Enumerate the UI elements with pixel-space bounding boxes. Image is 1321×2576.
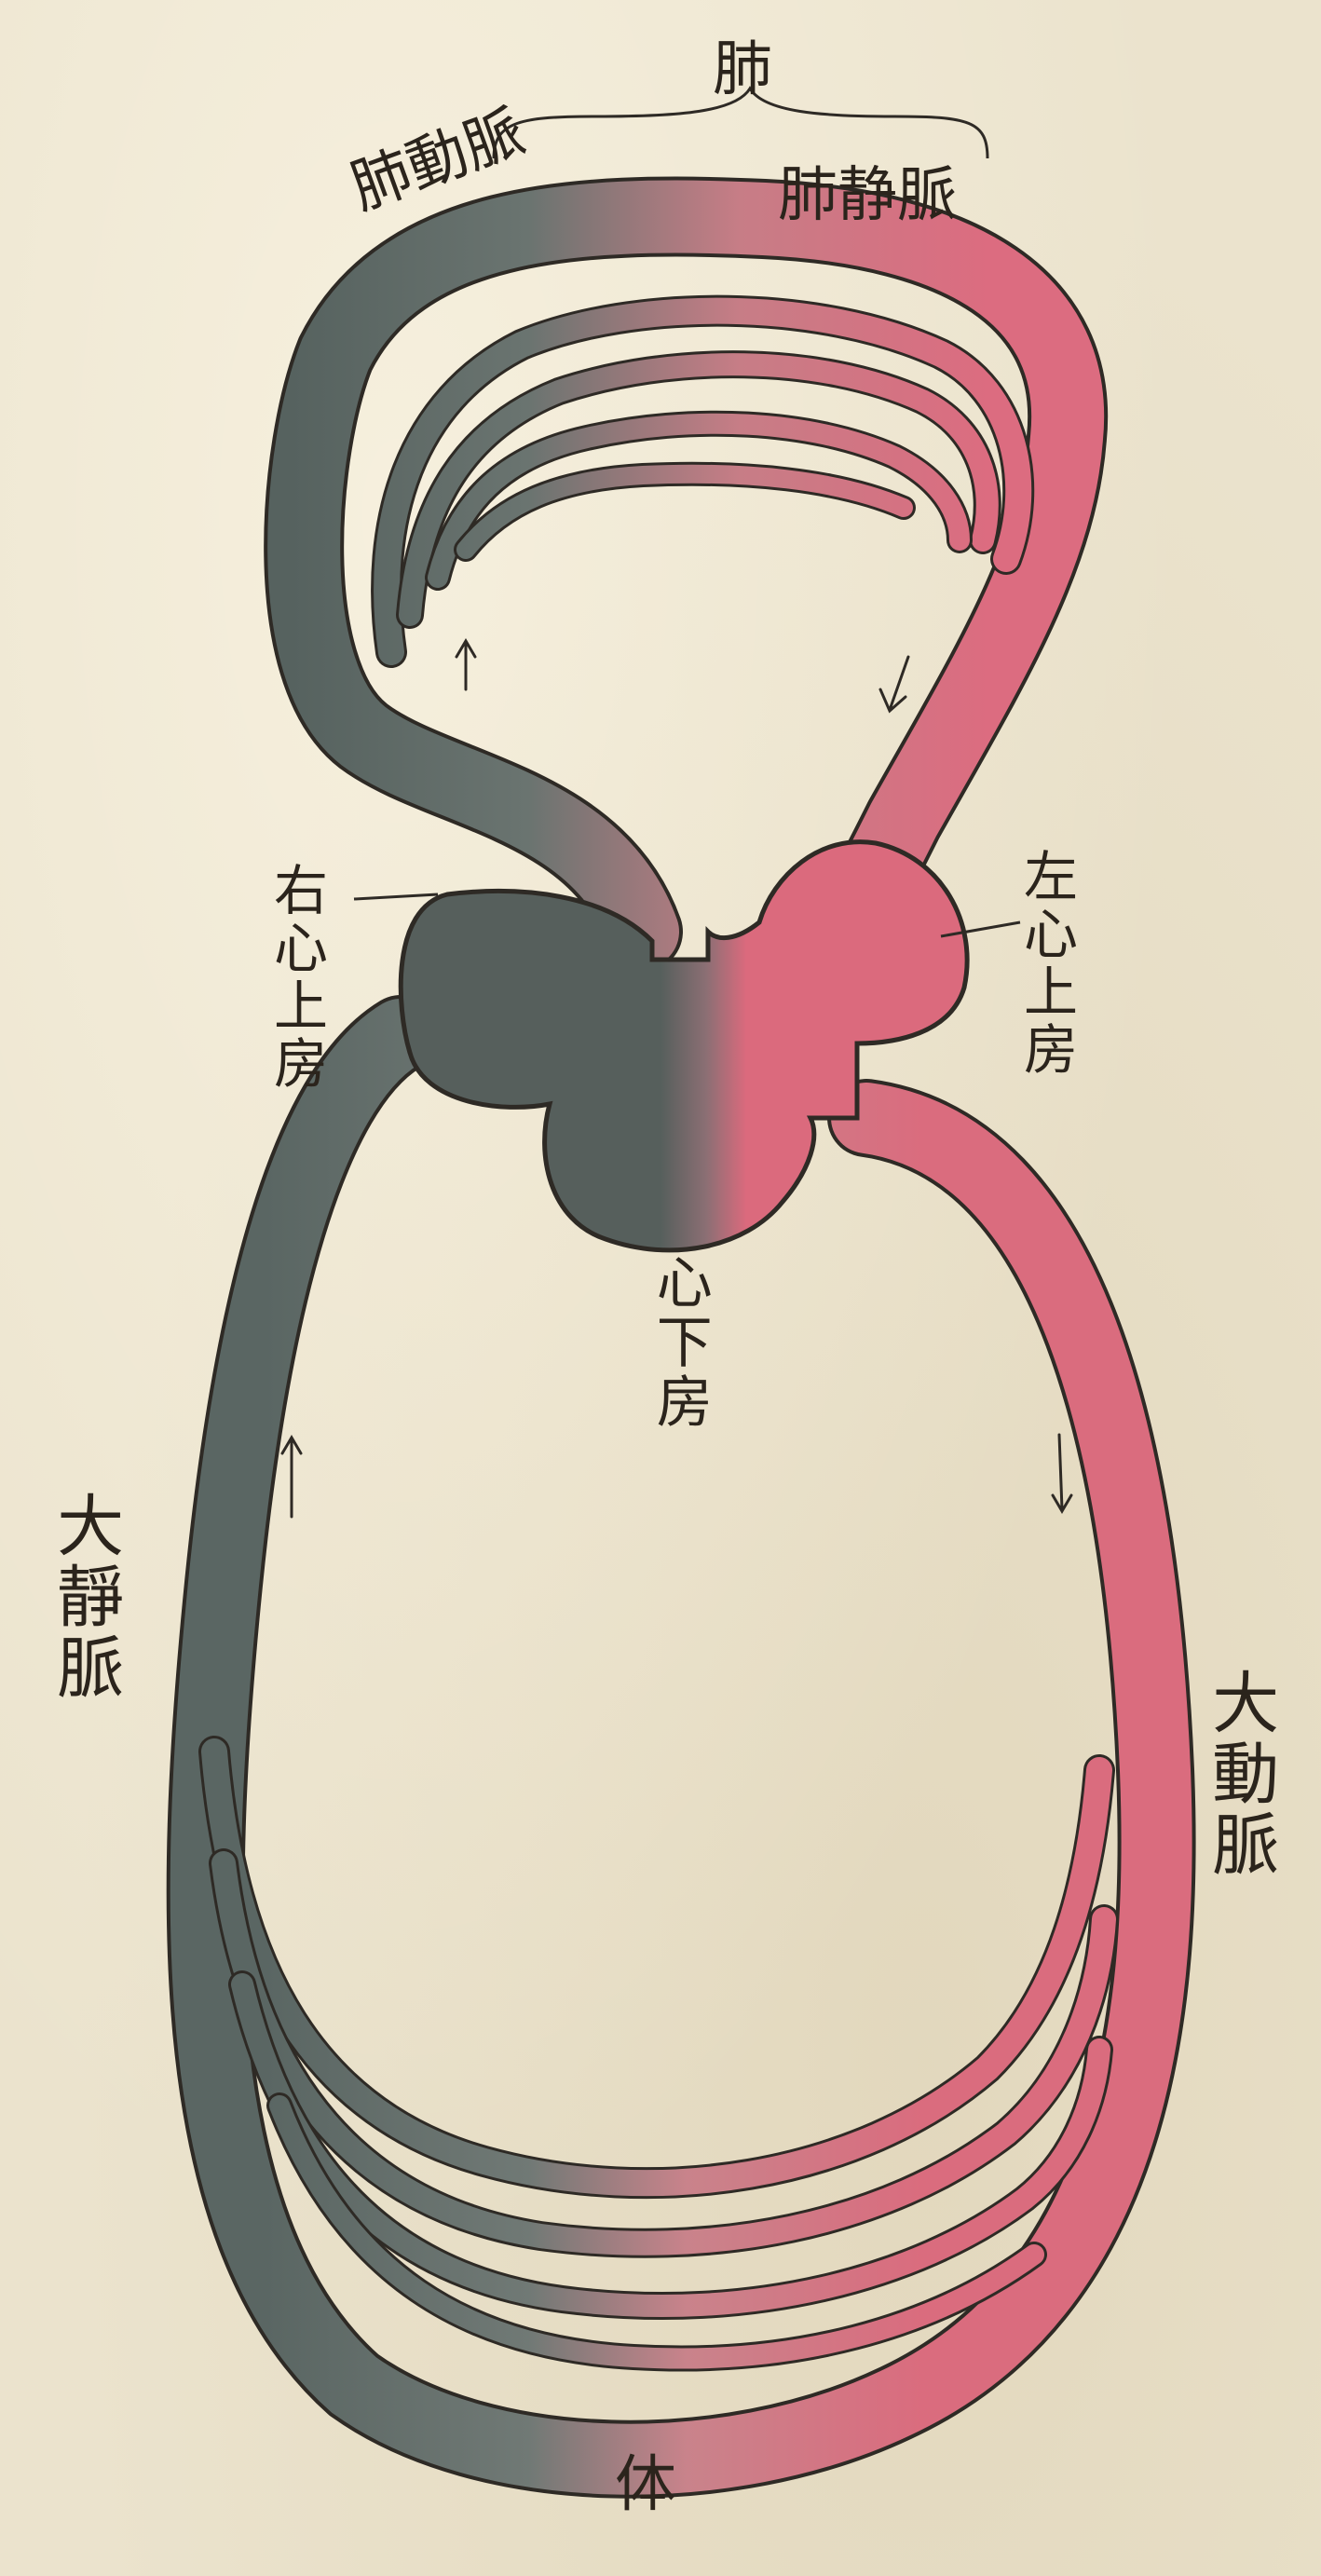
- heart: [401, 842, 967, 1250]
- left-atrium-label: 左心上房: [1015, 848, 1076, 1127]
- ventricle-label: 心下房: [647, 1253, 710, 1486]
- arrow-up-systemic: [282, 1438, 301, 1517]
- leader-right-atrium: [354, 894, 438, 899]
- arrow-down-pulmonary: [880, 657, 908, 711]
- body-label: 体: [615, 2450, 676, 2519]
- pulmonary-vein-label: 肺静脈: [778, 163, 957, 230]
- heart-chambers: [401, 842, 967, 1250]
- aorta-label: 大動脈: [1202, 1668, 1277, 1975]
- right-atrium-label: 右心上房: [266, 862, 326, 1141]
- systemic-branch-fill: [214, 1751, 1099, 2183]
- arrow-up-pulmonary: [456, 641, 475, 689]
- vena-cava-label: 大靜脈: [47, 1491, 122, 1798]
- systemic-branch: [214, 1751, 1099, 2183]
- pulmonary-circuit: [304, 217, 1068, 932]
- lung-label: 肺: [713, 37, 772, 104]
- arrow-down-systemic: [1053, 1435, 1071, 1511]
